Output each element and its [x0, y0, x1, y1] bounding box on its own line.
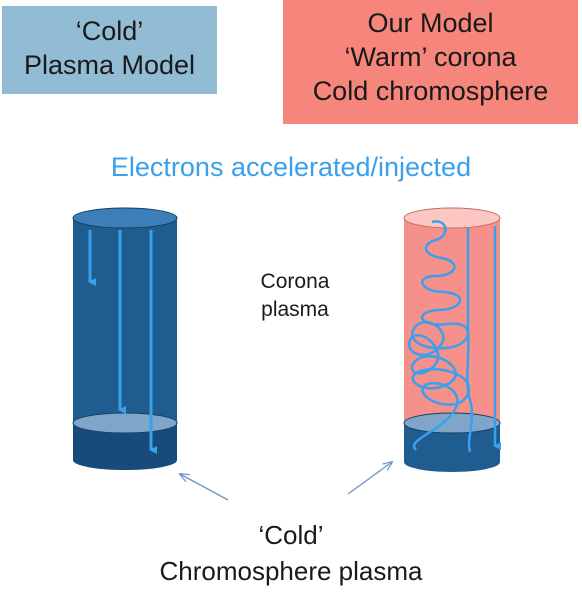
electron-path-collisional — [407, 220, 471, 451]
chromosphere-plasma-label: ‘Cold’ Chromosphere plasma — [0, 517, 582, 589]
warm-chromosphere-layer — [404, 423, 500, 472]
our-model-title-line-3: Cold chromosphere — [312, 76, 549, 106]
warm-cylinder — [403, 207, 501, 472]
cold-model-title-line-1: ‘Cold’ — [75, 16, 144, 46]
warm-corona-body — [404, 218, 500, 433]
our-model-box: Our Model ‘Warm’ corona Cold chromospher… — [283, 0, 578, 124]
cold-cylinder — [72, 207, 178, 470]
electron-path-scattered — [466, 228, 474, 453]
cold-chromosphere-boundary — [72, 412, 178, 434]
chromosphere-label-line-1: ‘Cold’ — [258, 520, 324, 550]
corona-plasma-label: Corona plasma — [240, 268, 350, 324]
warm-cylinder-top — [403, 207, 501, 229]
cold-cylinder-top — [72, 207, 178, 229]
corona-label-line-2: plasma — [261, 298, 329, 321]
cold-plasma-model-box: ‘Cold’ Plasma Model — [2, 6, 217, 94]
our-model-title-line-1: Our Model — [367, 8, 494, 38]
chromosphere-label-line-2: Chromosphere plasma — [159, 556, 423, 586]
pointer-arrow-right — [347, 462, 392, 495]
warm-chromosphere-boundary — [403, 412, 501, 434]
cold-model-title-line-2: Plasma Model — [23, 50, 196, 80]
corona-label-line-1: Corona — [260, 270, 330, 293]
electrons-label: Electrons accelerated/injected — [110, 152, 472, 182]
pointer-arrow-left — [180, 474, 229, 501]
our-model-title-line-2: ‘Warm’ corona — [344, 42, 517, 72]
